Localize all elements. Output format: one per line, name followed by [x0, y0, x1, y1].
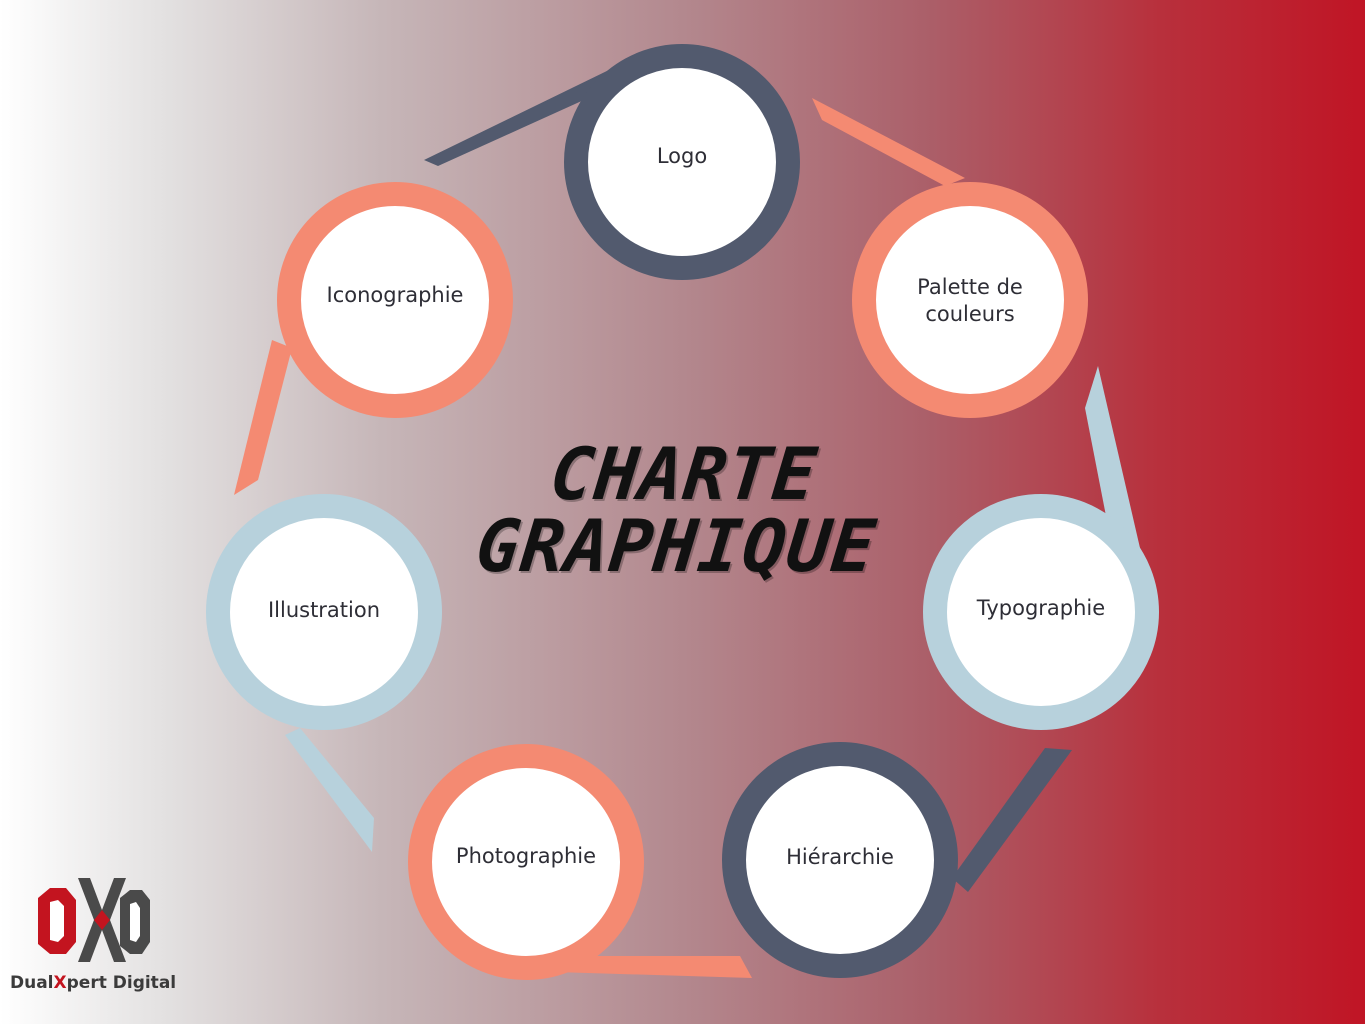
title-line-2: GRAPHIQUE — [472, 504, 881, 588]
connector-palette — [812, 98, 965, 186]
node-ring — [722, 742, 958, 978]
brand-name: DualXpert Digital — [10, 973, 180, 993]
brand-logo: DualXpert Digital — [10, 868, 180, 1008]
node-ring — [923, 494, 1159, 730]
connector-hierarchie — [952, 748, 1072, 892]
brand-name-part1: Dual — [10, 973, 54, 993]
node-ring — [408, 744, 644, 980]
node-label: Palette de — [917, 275, 1023, 299]
connector-typographie — [1085, 366, 1140, 552]
node-illustration: Illustration — [206, 494, 442, 730]
connector-logo — [424, 68, 628, 166]
node-label: Hiérarchie — [786, 845, 894, 869]
connector-photographie — [555, 956, 752, 978]
dxd-monogram-icon — [38, 878, 150, 962]
node-label: Illustration — [268, 598, 380, 622]
diagram-title: CHARTE GRAPHIQUE — [432, 432, 927, 588]
node-photographie: Photographie — [408, 744, 644, 980]
node-ring — [277, 182, 513, 418]
node-label: couleurs — [925, 302, 1014, 326]
node-typographie: Typographie — [923, 494, 1159, 730]
node-label: Logo — [657, 144, 707, 168]
connector-iconographie — [234, 340, 292, 495]
node-ring — [206, 494, 442, 730]
node-label: Photographie — [456, 844, 596, 868]
node-palette: Palette de couleurs — [852, 182, 1088, 418]
node-label: Typographie — [976, 596, 1105, 620]
node-hierarchie: Hiérarchie — [722, 742, 958, 978]
connector-illustration — [285, 728, 374, 852]
brand-name-part2: pert Digital — [66, 973, 177, 993]
node-label: Iconographie — [327, 283, 464, 307]
brand-name-x: X — [53, 973, 67, 993]
node-iconographie: Iconographie — [277, 182, 513, 418]
title-line-1: CHARTE — [546, 432, 822, 516]
node-ring — [564, 44, 800, 280]
node-ring — [852, 182, 1088, 418]
node-logo: Logo — [564, 44, 800, 280]
